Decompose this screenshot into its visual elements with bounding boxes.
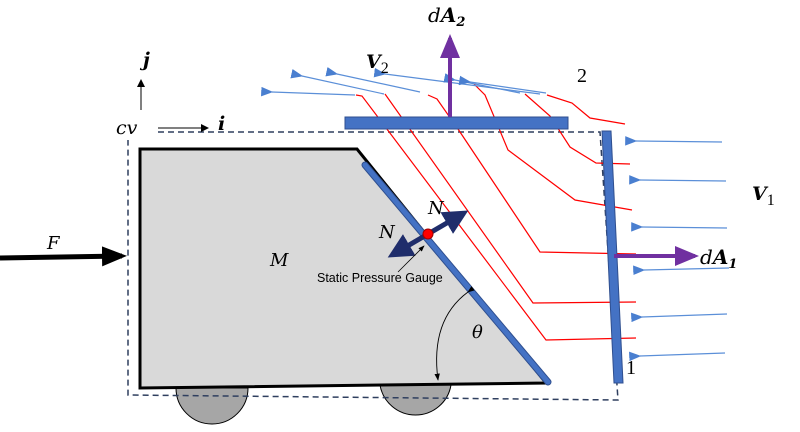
V1-label: V1 <box>752 183 775 209</box>
wheel-left <box>175 387 249 425</box>
normal-outward-label: N <box>427 198 445 219</box>
velocity-arrow <box>631 312 728 323</box>
V2-label: V2 <box>366 51 389 77</box>
normal-outward-vector <box>426 210 469 237</box>
streamline <box>473 83 633 211</box>
velocity-arrow <box>629 351 726 362</box>
velocity-arrow <box>443 73 521 94</box>
force-arrow <box>0 246 127 267</box>
j-axis-label: j <box>139 49 150 71</box>
inflow-velocity-arrows <box>625 136 730 362</box>
theta-label: θ <box>472 322 483 343</box>
section2-label: 2 <box>577 65 587 87</box>
streamline <box>546 94 626 125</box>
velocity-arrow <box>629 175 727 185</box>
gauge-pointer <box>397 245 425 273</box>
section2-plate <box>344 116 569 130</box>
velocity-arrow <box>631 222 728 232</box>
section1-label: 1 <box>626 357 636 379</box>
normal-inward-vector <box>387 231 430 258</box>
cv-label: cv <box>116 117 138 139</box>
section1-plate <box>601 130 624 384</box>
normal-inward-label: N <box>378 222 396 243</box>
velocity-arrow <box>261 86 356 97</box>
mass-label: M <box>269 250 289 271</box>
velocity-arrow <box>290 68 385 95</box>
outflow-velocity-arrows <box>261 67 547 97</box>
wheel-right <box>379 384 452 416</box>
velocity-arrow <box>373 67 541 95</box>
angle-arc <box>434 286 475 381</box>
gauge-label: Static Pressure Gauge <box>317 271 443 285</box>
cart-body <box>138 147 550 390</box>
force-label: F <box>46 233 61 254</box>
velocity-arrow <box>458 75 547 94</box>
streamline <box>384 93 637 304</box>
i-axis-label: i <box>218 113 225 135</box>
cv-boundary <box>127 131 619 401</box>
dA1-label: dA1 <box>700 245 737 272</box>
velocity-arrow <box>325 67 421 93</box>
velocity-arrow <box>625 136 723 146</box>
dA2-label: dA2 <box>428 3 465 30</box>
velocity-arrow <box>633 265 730 276</box>
pressure-gauge-dot <box>422 228 434 240</box>
